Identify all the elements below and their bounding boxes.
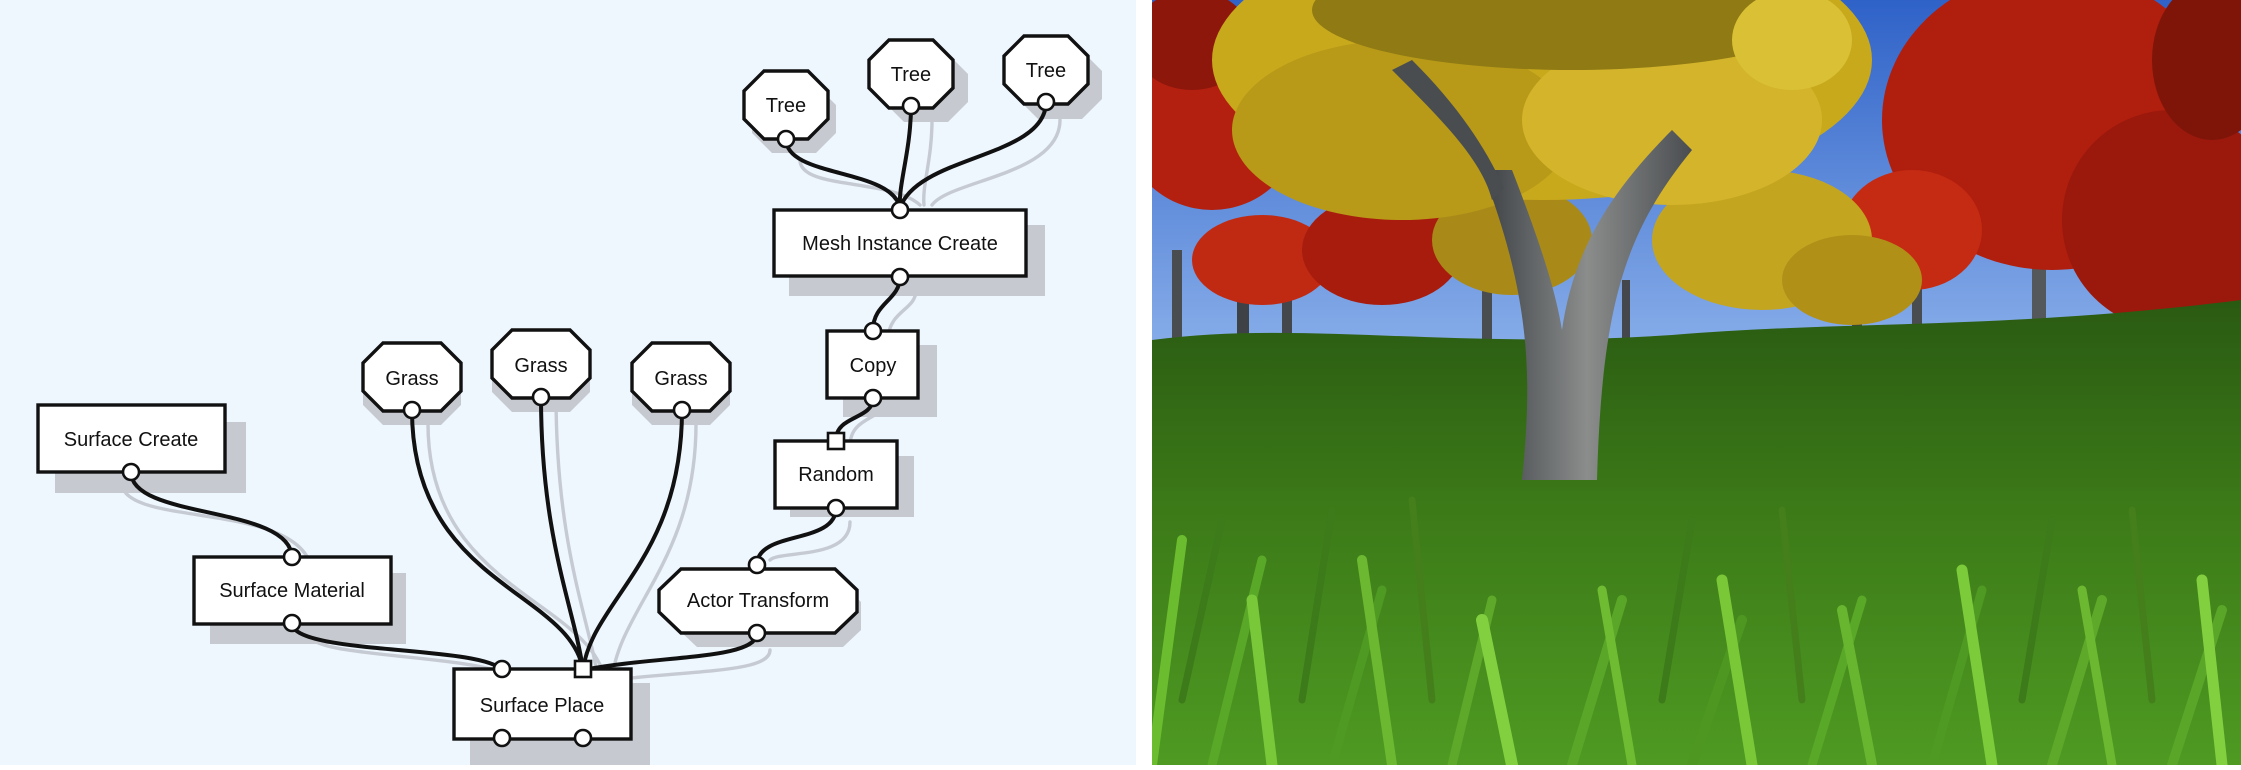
- surface-create-label: Surface Create: [64, 429, 199, 451]
- random-node[interactable]: Random: [773, 431, 899, 518]
- wire-tree-3-to-mesh: [898, 100, 1048, 210]
- wire-transform-to-place: [581, 631, 759, 672]
- grass-node-3[interactable]: Grass: [630, 341, 732, 420]
- surface-material-input-port[interactable]: [282, 547, 302, 567]
- tree-node-3[interactable]: Tree: [1002, 34, 1090, 112]
- foliage-red-right: [1842, 0, 2241, 330]
- grass-node-2[interactable]: Grass: [490, 328, 592, 407]
- copy-output-port[interactable]: [863, 388, 883, 408]
- wire-create-to-material: [129, 470, 294, 560]
- wire-random-to-transform: [755, 506, 838, 567]
- wire-grass-3-to-place: [581, 408, 684, 672]
- grass-blades: [1152, 496, 2228, 765]
- surface-place-output-port-2[interactable]: [573, 728, 593, 748]
- surface-create-output-port[interactable]: [121, 462, 141, 482]
- wire-tree-1-to-mesh: [784, 137, 902, 210]
- surface-place-node[interactable]: Surface Place: [452, 659, 633, 748]
- wire-shadows: [120, 118, 1062, 682]
- surface-material-node[interactable]: Surface Material: [192, 547, 393, 633]
- main-tree-trunk: [1392, 60, 1692, 480]
- actor-transform-output-port[interactable]: [747, 623, 767, 643]
- node-graph: Tree Tree Tree Mesh Instance Create Copy…: [36, 34, 1102, 765]
- surface-place-label: Surface Place: [480, 695, 605, 717]
- surface-material-output-port[interactable]: [282, 613, 302, 633]
- random-input-port[interactable]: [826, 431, 846, 451]
- forest-scene: [1152, 0, 2241, 765]
- grass-node-3-output-port[interactable]: [672, 400, 692, 420]
- forest-render-image: [1152, 0, 2241, 765]
- panel-divider: [1136, 0, 1152, 765]
- surface-place-input-port-square[interactable]: [573, 659, 593, 679]
- wire-tree-2-to-mesh: [897, 104, 913, 210]
- tree-node-3-label: Tree: [1026, 60, 1066, 82]
- wire-grass-1-to-place: [410, 408, 585, 672]
- actor-transform-input-port[interactable]: [747, 555, 767, 575]
- node-graph-panel: Tree Tree Tree Mesh Instance Create Copy…: [0, 0, 1136, 765]
- mesh-instance-create-input-port[interactable]: [890, 200, 910, 220]
- tree-node-2-output-port[interactable]: [901, 96, 921, 116]
- grass-node-1[interactable]: Grass: [361, 341, 463, 420]
- mesh-instance-create-label: Mesh Instance Create: [802, 233, 998, 255]
- tree-node-2-label: Tree: [891, 64, 931, 86]
- surface-create-node[interactable]: Surface Create: [36, 403, 227, 482]
- copy-input-port[interactable]: [863, 321, 883, 341]
- surface-place-input-port-left[interactable]: [492, 659, 512, 679]
- mesh-instance-create-node[interactable]: Mesh Instance Create: [772, 200, 1028, 287]
- grass-node-2-output-port[interactable]: [531, 387, 551, 407]
- grass-node-1-label: Grass: [385, 368, 438, 390]
- foliage-yellow-mid: [1432, 170, 1922, 325]
- tree-node-1[interactable]: Tree: [742, 69, 830, 149]
- grass-node-3-label: Grass: [654, 368, 707, 390]
- copy-label: Copy: [850, 355, 897, 377]
- surface-material-label: Surface Material: [219, 580, 365, 602]
- grass-node-1-output-port[interactable]: [402, 400, 422, 420]
- mesh-instance-create-output-port[interactable]: [890, 267, 910, 287]
- tree-node-1-output-port[interactable]: [776, 129, 796, 149]
- tree-node-2[interactable]: Tree: [867, 38, 955, 116]
- tree-node-3-output-port[interactable]: [1036, 92, 1056, 112]
- actor-transform-label: Actor Transform: [687, 590, 829, 612]
- random-label: Random: [798, 464, 874, 486]
- random-output-port[interactable]: [826, 498, 846, 518]
- tree-node-1-label: Tree: [766, 95, 806, 117]
- grass-node-2-label: Grass: [514, 355, 567, 377]
- copy-node[interactable]: Copy: [825, 321, 920, 408]
- actor-transform-node[interactable]: Actor Transform: [657, 555, 859, 643]
- wire-grass-2-to-place: [539, 395, 585, 672]
- surface-place-output-port-1[interactable]: [492, 728, 512, 748]
- wire-material-to-place: [290, 621, 504, 672]
